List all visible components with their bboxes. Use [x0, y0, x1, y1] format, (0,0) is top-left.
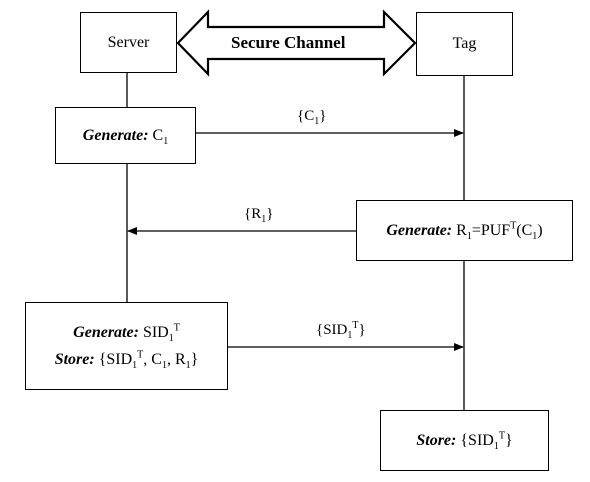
server-generate-store-box: Generate: SID1T Store: {SID1T, C1, R1} [25, 302, 228, 390]
tag-store-sid-sub: 1 [493, 441, 499, 453]
message-label-r1: {R1} [244, 206, 274, 225]
sid-sup: T [173, 322, 180, 334]
c1-text: C [152, 126, 164, 144]
m1-open: {C [297, 108, 315, 124]
m3-open: {SID [316, 322, 348, 338]
tag-box: Tag [416, 12, 513, 76]
server-store-line: Store: {SID1T, C1, R1} [55, 346, 199, 373]
message-label-c1: {C1} [297, 108, 327, 127]
m3-close: } [358, 322, 366, 338]
tag-label: Tag [452, 35, 477, 53]
generate-keyword: Generate: [82, 126, 149, 144]
m1-sub: 1 [314, 116, 320, 127]
puf-sup: T [510, 220, 517, 232]
generate-sid-line: Generate: SID1T [73, 319, 180, 346]
sid-sub: 1 [168, 333, 174, 344]
tag-store-sid-sup: T [498, 430, 505, 442]
tag-store-line: Store: {SID1T} [416, 427, 512, 454]
message-label-sid1: {SID1T} [316, 320, 366, 341]
tag-generate-r1-box: Generate: R1=PUFT(C1) [356, 200, 573, 261]
store-sid-text: {SID [98, 351, 133, 368]
puf-arg-close: ) [537, 221, 543, 239]
store-keyword: Store: [416, 431, 457, 449]
server-box: Server [80, 12, 177, 73]
store-c-sub: 1 [161, 360, 167, 372]
r1-sub: 1 [466, 231, 472, 243]
m3-sup: T [352, 320, 359, 331]
generate-r1-line: Generate: R1=PUFT(C1) [386, 217, 542, 244]
puf-text: =PUF [471, 221, 511, 239]
store-sid-sup: T [137, 349, 144, 361]
store-close: } [190, 351, 199, 368]
c1-sub: 1 [163, 136, 169, 148]
tag-store-sid-text: {SID [460, 431, 494, 449]
generate-keyword: Generate: [73, 323, 139, 341]
store-sid-sub: 1 [132, 360, 138, 372]
generate-c1-line: Generate: C1 [83, 122, 168, 149]
tag-store-box: Store: {SID1T} [380, 410, 549, 471]
sid-text: SID [142, 323, 169, 341]
m1-close: } [319, 108, 327, 124]
m2-open: {R [244, 206, 262, 222]
r1-text: R [456, 221, 467, 239]
store-keyword: Store: [54, 351, 95, 368]
secure-channel-label: Secure Channel [231, 33, 346, 52]
m3-sub: 1 [347, 330, 353, 341]
tag-store-close: } [504, 431, 513, 449]
generate-keyword: Generate: [386, 221, 453, 239]
puf-arg-open: (C [516, 221, 533, 239]
puf-arg-sub: 1 [532, 231, 538, 243]
store-c-text: , C [143, 351, 162, 368]
server-label: Server [107, 33, 150, 51]
m2-close: } [266, 206, 274, 222]
server-generate-c1-box: Generate: C1 [55, 107, 196, 164]
m2-sub: 1 [261, 214, 267, 225]
secure-channel-arrow [176, 9, 417, 77]
store-r-text: , R [166, 351, 186, 368]
store-r-sub: 1 [185, 360, 191, 372]
